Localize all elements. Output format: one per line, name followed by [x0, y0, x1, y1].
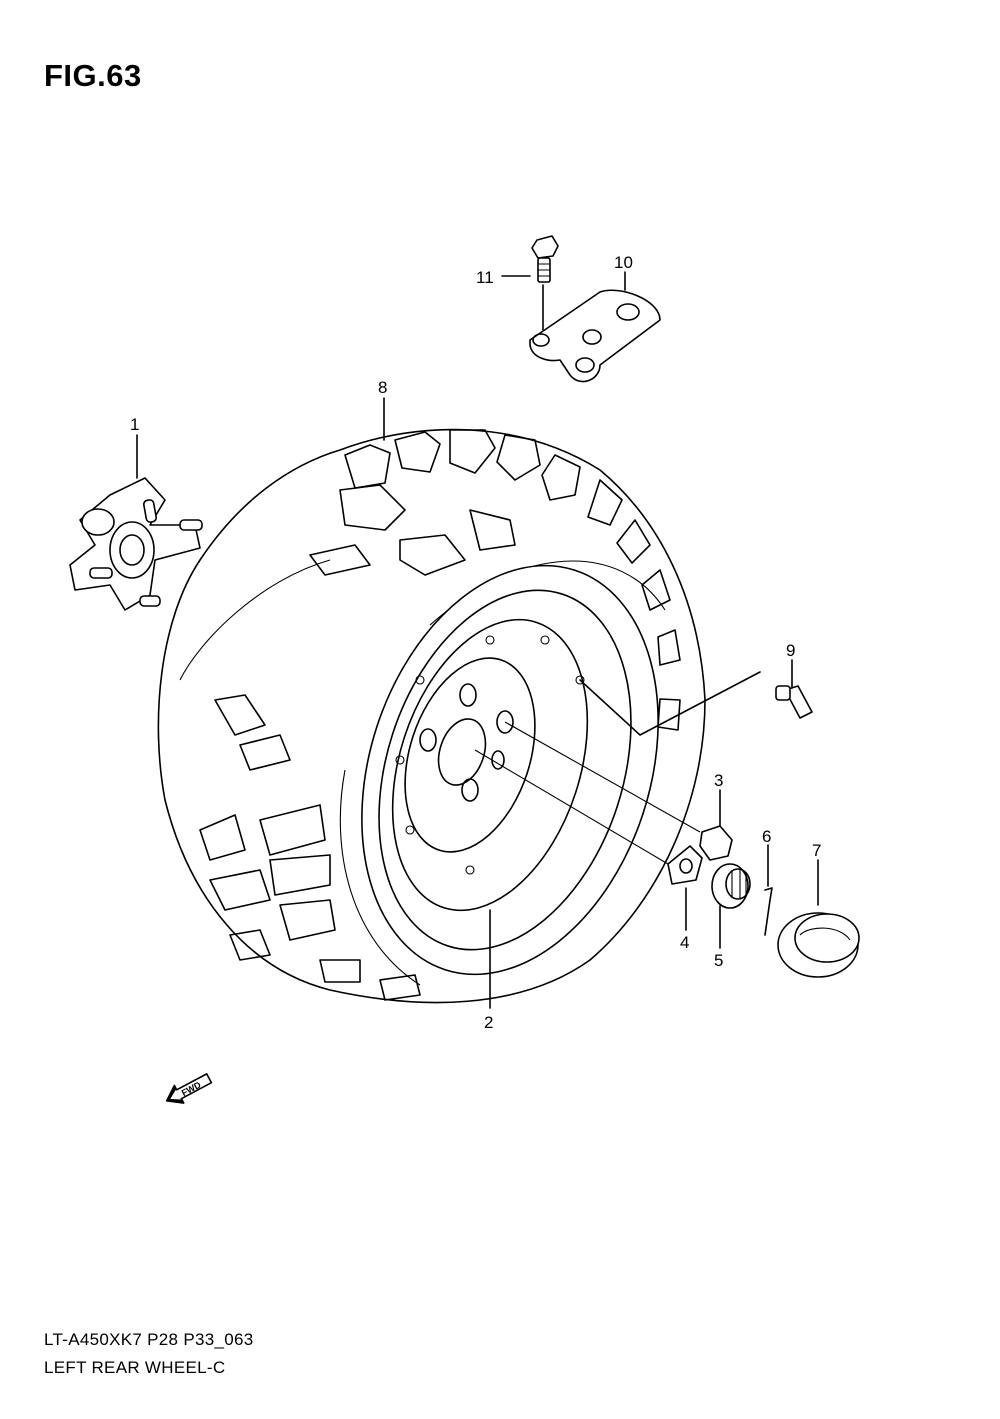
bolt-part: [531, 235, 559, 331]
callout-6: 6: [762, 827, 771, 846]
fwd-arrow-icon: FWD: [165, 1073, 213, 1104]
rim-part: [361, 564, 659, 976]
diagram-code: LT-A450XK7 P28 P33_063: [44, 1330, 254, 1349]
hub-cap-part: [777, 912, 860, 978]
washer-part: [667, 845, 703, 885]
callout-7: 7: [812, 841, 821, 860]
figure-title: FIG.63: [44, 58, 142, 93]
cotter-pin-part: [764, 887, 773, 936]
callout-10: 10: [614, 253, 633, 272]
callout-8: 8: [378, 378, 387, 397]
callout-1: 1: [130, 415, 139, 434]
nut-part: [699, 825, 733, 861]
callout-5: 5: [714, 951, 723, 970]
castle-nut-part: [711, 863, 751, 909]
callout-9: 9: [786, 641, 795, 660]
hub-part: [69, 477, 203, 611]
callout-labels: 1 2 3 4 5 6 7 8 9 10 11: [130, 253, 821, 1032]
diagram-name: LEFT REAR WHEEL-C: [44, 1358, 226, 1377]
leader-lines: [136, 271, 819, 1009]
callout-2: 2: [484, 1013, 493, 1032]
bracket-plate-part: [529, 289, 661, 383]
valve-stem-part: [775, 685, 813, 719]
callout-4: 4: [680, 933, 689, 952]
callout-3: 3: [714, 771, 723, 790]
callout-11: 11: [476, 268, 494, 287]
